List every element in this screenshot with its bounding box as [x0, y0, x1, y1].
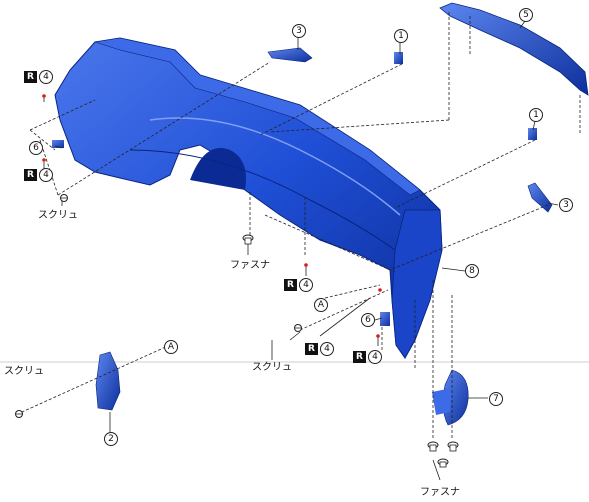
callout-1-right: 1 — [529, 108, 543, 122]
lower-bracket — [95, 351, 121, 411]
callout-a-right: A — [314, 298, 328, 312]
dashed-leaders — [21, 12, 581, 440]
replace-mark: R — [284, 279, 297, 291]
replace-mark: R — [353, 351, 366, 363]
callout-3-right: 3 — [559, 198, 573, 212]
callout-4: 4 — [368, 350, 382, 364]
callout-7: 7 — [489, 392, 503, 406]
bumper-side-ridge — [149, 117, 401, 216]
fastener-label: ファスナ — [420, 487, 460, 498]
callout-4: 4 — [299, 278, 313, 292]
screw-icon — [15, 410, 23, 418]
small-bracket-left — [52, 140, 64, 148]
callout-6-left: 6 — [29, 141, 43, 155]
bumper-corner — [391, 209, 443, 359]
replace-mark: R — [305, 343, 318, 355]
fastener-icon — [242, 234, 254, 245]
red-markers — [42, 94, 382, 338]
callout-2: 2 — [104, 432, 118, 446]
callout-6-right: 6 — [361, 313, 375, 327]
bumper-upper-face — [94, 37, 421, 196]
rear-bumper — [54, 37, 443, 359]
callout-a-left: A — [164, 340, 178, 354]
replace-mark: R — [24, 71, 37, 83]
callout-5: 5 — [519, 8, 533, 22]
lower-cover-flange — [432, 388, 452, 415]
side-bracket-left — [267, 47, 313, 63]
replace-mark: R — [24, 169, 37, 181]
callout-4: 4 — [320, 342, 334, 356]
screw-label: スクリュ — [38, 210, 78, 221]
bumper-lower-ridge — [129, 149, 396, 251]
side-bracket-right — [527, 182, 553, 213]
callout-1-top: 1 — [394, 29, 408, 43]
fastener-label: ファスナ — [230, 260, 270, 271]
screw-icon — [60, 194, 68, 202]
clip-right — [528, 128, 537, 140]
screw-label: スクリュ — [4, 366, 44, 377]
fastener-icon — [437, 458, 449, 468]
clip-upper — [394, 52, 403, 64]
callout-4: 4 — [39, 168, 53, 182]
small-bracket-right — [380, 312, 390, 326]
fastener-icon — [427, 441, 439, 452]
callout-8: 8 — [465, 264, 479, 278]
bumper-body — [54, 37, 443, 359]
upper-bracket — [439, 2, 589, 96]
callout-3-top: 3 — [292, 24, 306, 38]
callout-4: 4 — [39, 70, 53, 84]
fastener-icon — [447, 441, 459, 452]
screw-label: スクリュ — [252, 362, 292, 373]
screw-icon — [294, 324, 302, 332]
